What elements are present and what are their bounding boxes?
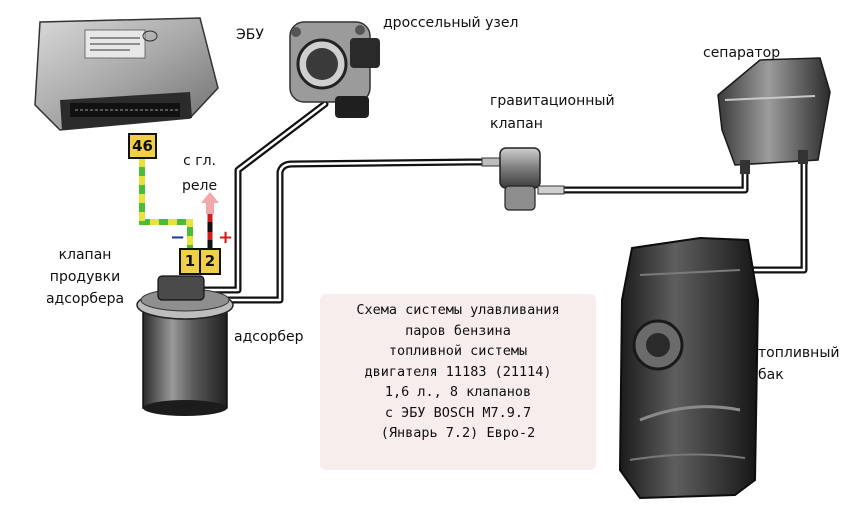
label-fuel-tank-line-2: бак	[758, 367, 784, 383]
label-fuel-tank: топливный бак	[758, 342, 839, 386]
label-adsorber: адсорбер	[234, 329, 304, 345]
ecu-pin-46: 46	[128, 133, 157, 159]
caption-line: с ЭБУ BOSCH M7.9.7	[384, 404, 532, 421]
throttle-body	[289, 21, 380, 118]
label-main-relay-line-2: реле	[182, 178, 218, 194]
caption-box: Схема системы улавливания паров бензина …	[320, 294, 596, 470]
label-purge-valve-line-1: клапан	[58, 247, 112, 263]
label-purge-valve: клапан продувки адсорбера	[30, 244, 140, 310]
label-main-relay-line-1: с гл.	[183, 153, 216, 169]
label-gravity-valve-line-2: клапан	[490, 116, 543, 132]
caption-line: топливной системы	[388, 343, 528, 359]
wire-ecu-valve	[139, 158, 193, 248]
caption-line: паров бензина	[405, 322, 511, 339]
label-main-relay: с гл. реле	[182, 152, 217, 196]
hose-adsorber-gravity	[201, 158, 502, 304]
label-purge-valve-line-3: адсорбера	[45, 291, 125, 307]
ecu-unit	[34, 17, 219, 131]
caption-line: двигателя 11183 (21114)	[364, 363, 552, 380]
caption-text: Схема системы улавливания паров бензина …	[320, 300, 596, 444]
caption-line: (Январь 7.2) Евро-2	[380, 425, 536, 441]
hose-adsorber-throttle	[201, 100, 329, 294]
label-fuel-tank-line-1: топливный	[758, 345, 840, 361]
plus-sign: +	[218, 227, 234, 248]
adsorber-canister	[136, 275, 234, 416]
label-ecu: ЭБУ	[236, 27, 264, 43]
valve-pin-1: 1	[179, 248, 201, 275]
caption-line: 1,6 л., 8 клапанов	[384, 384, 532, 400]
hose-gravity-separator	[544, 164, 749, 194]
gravity-valve	[481, 147, 565, 211]
label-purge-valve-line-2: продувки	[49, 269, 121, 285]
label-gravity-valve-line-1: гравитационный	[490, 93, 615, 109]
fuel-tank	[618, 236, 760, 500]
minus-sign: −	[170, 227, 186, 248]
hoses	[201, 100, 808, 304]
separator-unit	[717, 57, 831, 174]
label-gravity-valve: гравитационный клапан	[490, 92, 615, 134]
caption-line: Схема системы улавливания	[356, 302, 560, 318]
label-separator: сепаратор	[703, 45, 781, 61]
valve-pin-2: 2	[199, 248, 221, 275]
wires	[139, 158, 213, 248]
label-throttle: дроссельный узел	[383, 15, 519, 31]
relay-arrow	[201, 192, 219, 214]
